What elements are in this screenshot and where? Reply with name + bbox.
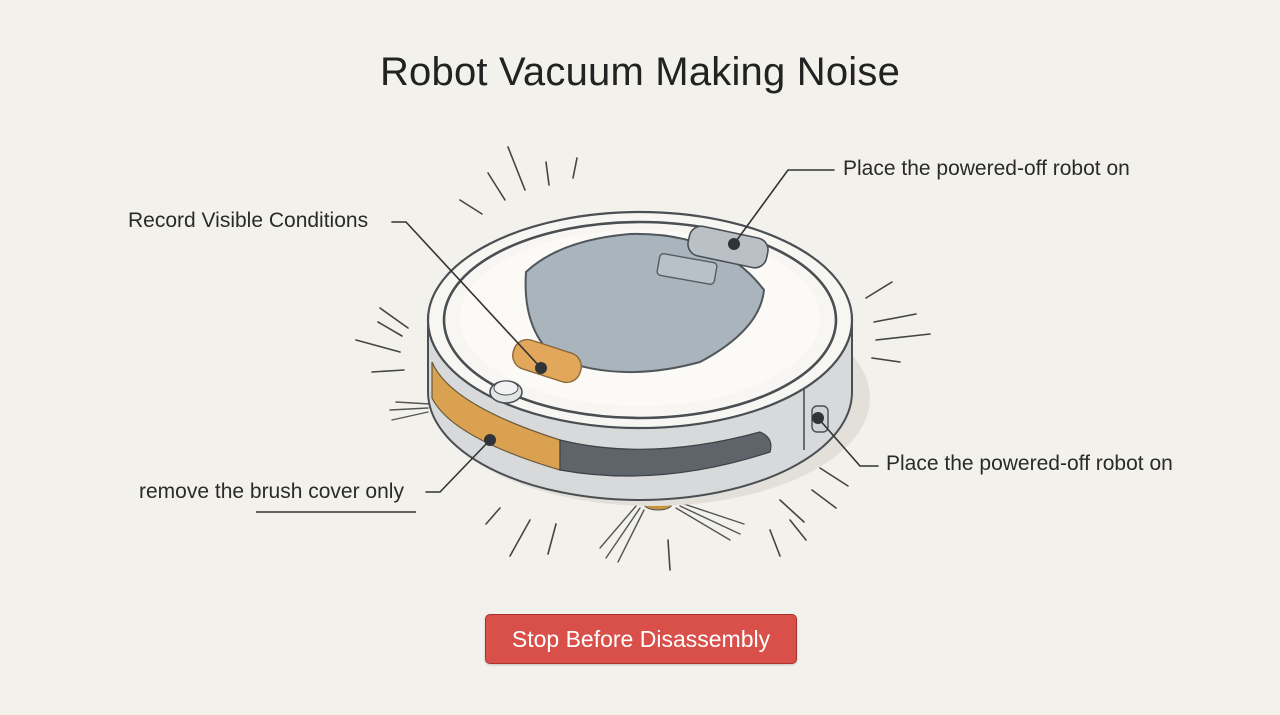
side-brush-bristles (389, 401, 745, 563)
stop-before-disassembly-button[interactable]: Stop Before Disassembly (485, 614, 797, 664)
callout-record-conditions: Record Visible Conditions (128, 209, 369, 232)
callout-side-sensor: Place the powered-off robot on (886, 452, 1173, 475)
noise-lines (355, 146, 931, 571)
callout-brush-cover: remove the brush cover only (139, 480, 404, 503)
callout-top-panel: Place the powered-off robot on (843, 157, 1130, 180)
page-title: Robot Vacuum Making Noise (379, 50, 901, 94)
orange-button (512, 338, 582, 384)
control-panel (687, 225, 769, 269)
leader-lines (391, 169, 879, 493)
sensor-strip (559, 431, 772, 477)
